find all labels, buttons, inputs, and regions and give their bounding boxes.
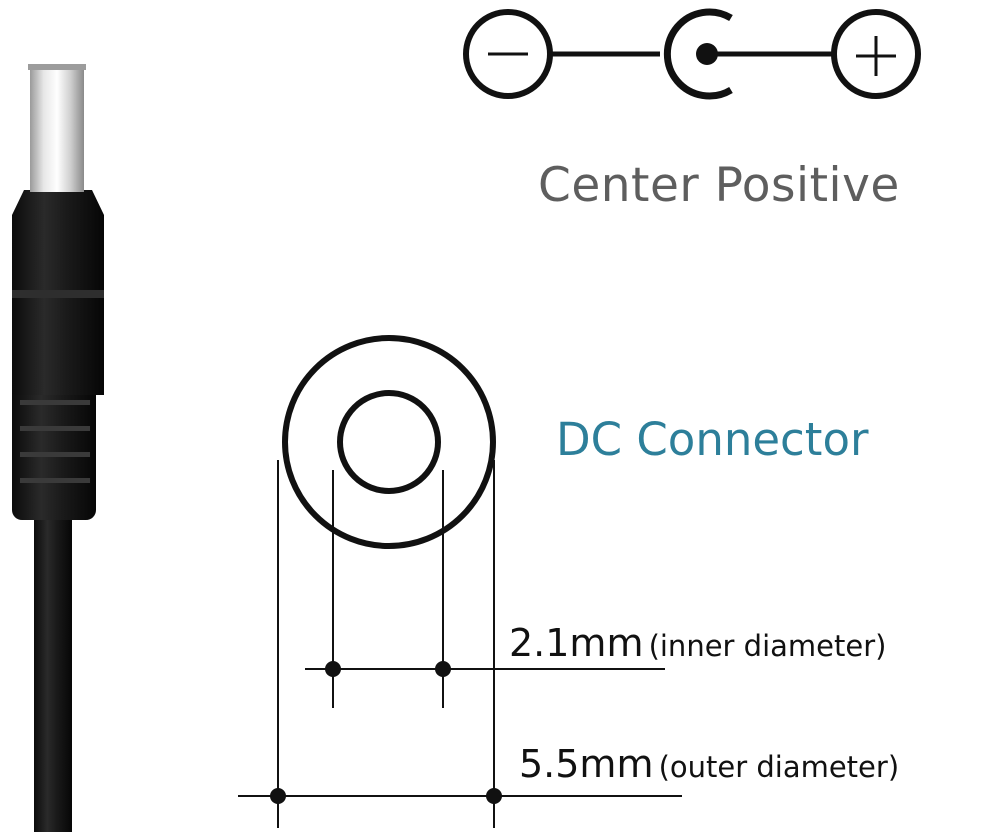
connector-label: DC Connector: [556, 413, 869, 466]
positive-terminal-icon: [831, 9, 921, 99]
dc-plug-illustration: [12, 64, 104, 832]
outer-dimension-dot-right: [486, 788, 502, 804]
outer-diameter-callout: 5.5mm (outer diameter): [519, 742, 899, 786]
outer-dimension-dot-left: [270, 788, 286, 804]
polarity-label: Center Positive: [538, 158, 900, 213]
connector-cross-section: [238, 335, 682, 828]
strain-relief-ridges: [20, 400, 90, 483]
polarity-symbol: [463, 8, 921, 100]
outer-diameter-value: 5.5mm: [519, 742, 654, 786]
inner-diameter-value: 2.1mm: [509, 621, 644, 665]
plug-tip-rim: [28, 64, 86, 70]
inner-dimension-dot-right: [435, 661, 451, 677]
outer-diameter-description: (outer diameter): [658, 750, 900, 784]
center-sleeve-icon: [663, 8, 733, 100]
plug-body-groove: [12, 290, 104, 298]
inner-diameter-description: (inner diameter): [648, 629, 887, 663]
inner-dimension-dot-left: [325, 661, 341, 677]
plug-cable: [34, 510, 72, 832]
inner-pin-circle: [337, 390, 441, 494]
inner-diameter-callout: 2.1mm (inner diameter): [509, 621, 886, 665]
outer-barrel-circle: [282, 335, 496, 549]
plug-tip: [30, 64, 84, 192]
